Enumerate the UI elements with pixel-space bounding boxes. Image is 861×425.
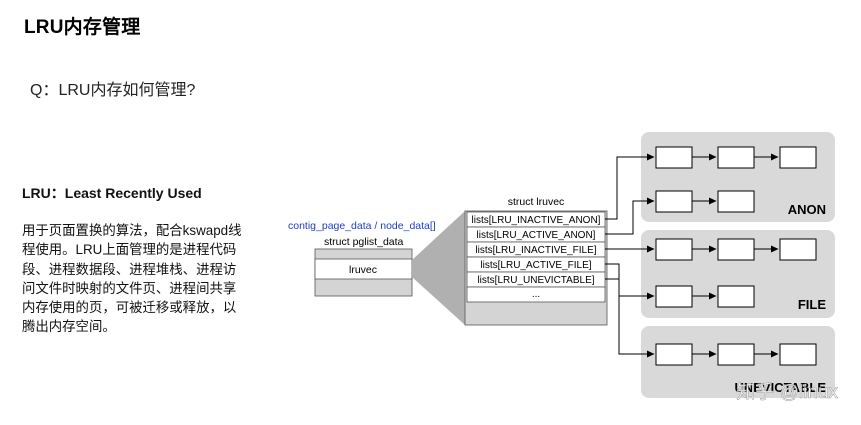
lruvec-expansion <box>412 211 465 325</box>
anon-active-list <box>655 190 755 213</box>
pglist-lruvec-label: lruvec <box>349 264 377 276</box>
page-title: LRU内存管理 <box>24 17 141 38</box>
unevictable-group-label: UNEVICTABLE <box>735 380 827 395</box>
watermark: 知乎 @linux <box>736 381 838 403</box>
file-active-list <box>655 285 755 308</box>
anon-inactive-list <box>655 146 817 169</box>
connector-inactive-anon <box>605 153 655 220</box>
list-connectors <box>605 153 655 358</box>
lruvec-struct: lists[LRU_INACTIVE_ANON] lists[LRU_ACTIV… <box>464 210 608 326</box>
pglist-struct: lruvec <box>314 248 413 297</box>
file-group-label: FILE <box>798 297 826 312</box>
question-text: Q：LRU内存如何管理? <box>30 82 196 99</box>
unevictable-list <box>655 343 817 366</box>
lru-description: 用于页面置换的算法，配合kswapd线程使用。LRU上面管理的是进程代码段、进程… <box>22 223 242 335</box>
connector-unevictable <box>605 278 655 358</box>
file-inactive-list <box>655 238 817 261</box>
list-active-anon: lists[LRU_ACTIVE_ANON] <box>477 230 596 241</box>
connector-active-anon <box>605 197 655 235</box>
list-inactive-anon: lists[LRU_INACTIVE_ANON] <box>472 215 601 226</box>
list-unevictable: lists[LRU_UNEVICTABLE] <box>477 275 594 286</box>
pglist-title: struct pglist_data <box>324 236 404 248</box>
list-active-file: lists[LRU_ACTIVE_FILE] <box>480 260 591 271</box>
node-data-label: contig_page_data / node_data[] <box>288 220 436 232</box>
lruvec-title: struct lruvec <box>508 196 565 208</box>
lru-definition: LRU：Least Recently Used <box>22 185 202 201</box>
list-ellipsis: ... <box>532 289 540 300</box>
anon-group-label: ANON <box>788 202 826 217</box>
list-inactive-file: lists[LRU_INACTIVE_FILE] <box>475 245 596 256</box>
